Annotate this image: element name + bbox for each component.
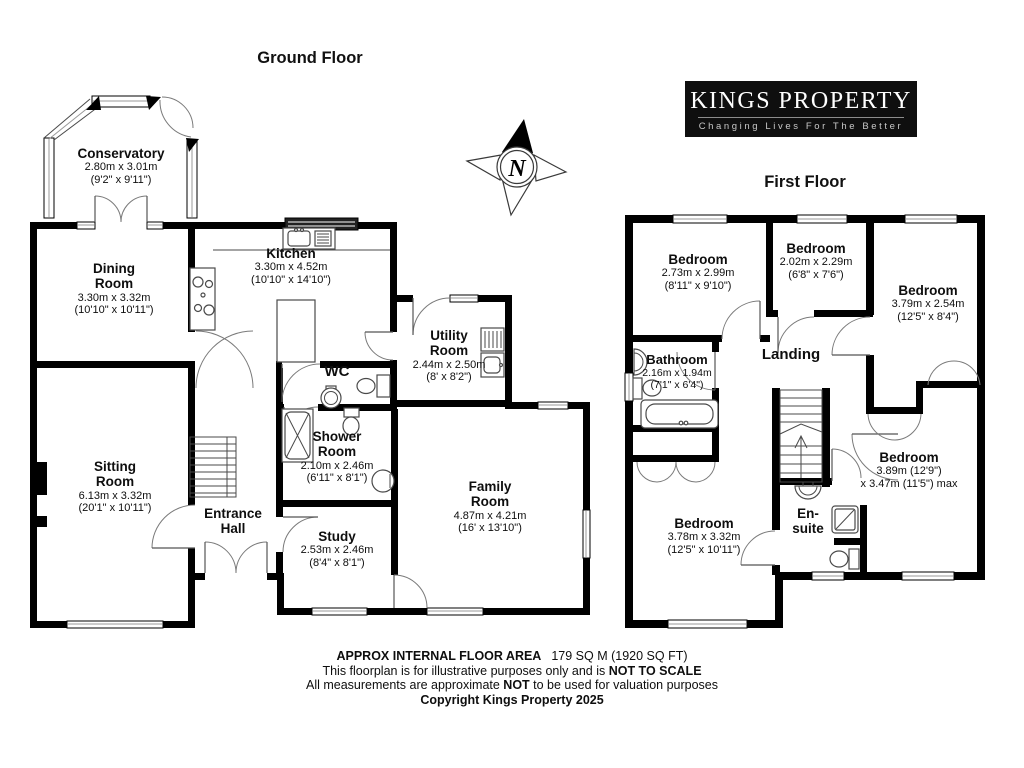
room-label-utility-room: Utility Room 2.44m x 2.50m (8' x 8'2")	[412, 328, 486, 384]
utility-appliance-icon	[480, 327, 505, 352]
first-floor-title: First Floor	[764, 173, 846, 191]
ensuite-toilet-icon	[829, 548, 860, 570]
room-label-bedroom-2: Bedroom 2.02m x 2.29m (6'8" x 7'6")	[779, 241, 853, 281]
stairs-icon	[189, 436, 237, 498]
wc-sink-icon	[320, 385, 342, 409]
room-label-entrance-hall: Entrance Hall	[204, 506, 262, 537]
bath-icon	[640, 399, 719, 429]
wc-toilet-icon	[356, 374, 391, 398]
utility-sink-icon	[480, 352, 505, 378]
logo-divider	[698, 116, 904, 118]
ground-floor-walls	[30, 222, 590, 628]
kitchen-sink-icon	[213, 227, 390, 251]
bathroom-toilet-icon	[632, 377, 662, 400]
room-label-shower-room: Shower Room 2.10m x 2.46m (6'11" x 8'1")	[300, 429, 374, 485]
logo-tagline: Changing Lives For The Better	[698, 120, 904, 132]
ground-floor-doors	[94, 195, 451, 609]
kings-property-logo: KINGS PROPERTY Changing Lives For The Be…	[685, 81, 917, 137]
first-floor-plan	[624, 214, 985, 629]
compass-letter: N	[507, 156, 527, 182]
room-label-bathroom: Bathroom 2.16m x 1.94m (7'1" x 6'4")	[642, 352, 712, 391]
room-label-dining-room: Dining Room 3.30m x 3.32m (10'10" x 10'1…	[74, 261, 154, 317]
shower-room-toilet-icon	[342, 407, 360, 436]
room-label-bedroom-4: Bedroom 3.89m (12'9") x 3.47m (11'5") ma…	[860, 450, 958, 490]
room-label-landing: Landing	[761, 346, 821, 363]
conservatory-french-doors	[159, 96, 194, 138]
room-label-en-suite: En-suite	[792, 506, 824, 537]
logo-title: KINGS PROPERTY	[690, 87, 912, 114]
footer-disclaimer: APPROX INTERNAL FLOOR AREA 179 SQ M (1920…	[0, 649, 1024, 707]
room-label-kitchen: Kitchen 3.30m x 4.52m (10'10" x 14'10")	[251, 246, 331, 286]
footer-line-area: APPROX INTERNAL FLOOR AREA 179 SQ M (1920…	[0, 649, 1024, 664]
room-label-bedroom-5: Bedroom 3.78m x 3.32m (12'5" x 10'11")	[667, 516, 741, 556]
room-label-bedroom-1: Bedroom 2.73m x 2.99m (8'11" x 9'10")	[661, 252, 735, 292]
ground-floor-title: Ground Floor	[257, 49, 363, 67]
room-label-bedroom-3: Bedroom 3.79m x 2.54m (12'5" x 8'4")	[891, 283, 965, 323]
footer-area-label: APPROX INTERNAL FLOOR AREA	[336, 649, 542, 663]
ensuite-shower-icon	[831, 505, 859, 534]
kitchen-island	[276, 299, 316, 363]
room-label-sitting-room: Sitting Room 6.13m x 3.32m (20'1" x 10'1…	[78, 459, 152, 515]
room-label-family-room: Family Room 4.87m x 4.21m (16' x 13'10")	[453, 479, 527, 535]
compass-north-icon: N	[465, 119, 568, 217]
shower-icon	[281, 408, 314, 463]
room-label-study: Study 2.53m x 2.46m (8'4" x 8'1")	[300, 529, 374, 569]
footer-line-scale: This floorplan is for illustrative purpo…	[322, 663, 702, 678]
first-floor-windows	[624, 214, 958, 629]
footer-area-value: 179 SQ M (1920 SQ FT)	[551, 649, 688, 663]
ground-floor-windows	[66, 217, 591, 629]
ground-floor-plan	[30, 95, 591, 629]
hob-icon	[189, 267, 216, 331]
stairs-icon	[779, 389, 823, 483]
first-floor-doors	[636, 300, 981, 566]
footer-line-measurements: All measurements are approximate NOT to …	[305, 678, 719, 693]
ensuite-sink-icon	[794, 482, 822, 500]
room-label-conservatory: Conservatory 2.80m x 3.01m (9'2" x 9'11"…	[77, 146, 165, 186]
bathroom-sink-icon	[633, 348, 648, 376]
room-label-wc: WC	[324, 363, 350, 380]
conservatory-windows	[43, 95, 199, 219]
shower-room-sink-icon	[371, 469, 395, 493]
footer-line-copyright: Copyright Kings Property 2025	[420, 692, 604, 707]
